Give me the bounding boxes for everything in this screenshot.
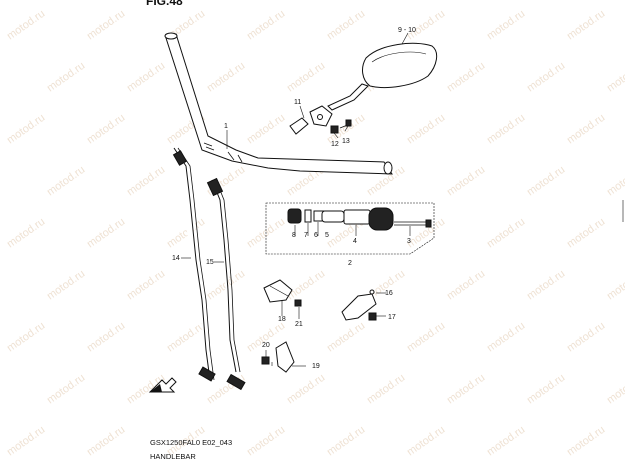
- watermark-text: motod.ru: [445, 268, 487, 303]
- watermark-text: motod.ru: [45, 60, 87, 95]
- screw-17[interactable]: [368, 312, 377, 321]
- screw-20[interactable]: [261, 356, 270, 365]
- callout-17: 17: [388, 314, 396, 321]
- watermark-text: motod.ru: [85, 320, 127, 355]
- callout-14: 14: [172, 255, 180, 262]
- callout-15: 15: [206, 259, 214, 266]
- mirror-screws[interactable]: [330, 119, 352, 134]
- watermark-text: motod.ru: [285, 372, 327, 407]
- watermark-text: motod.ru: [485, 216, 527, 251]
- watermark-text: motod.ru: [45, 164, 87, 199]
- watermark-text: motod.ru: [445, 372, 487, 407]
- balancer-weights[interactable]: [287, 207, 432, 231]
- watermark-text: motod.ru: [565, 320, 607, 355]
- callout-19: 19: [312, 363, 320, 370]
- watermark-text: motod.ru: [565, 8, 607, 43]
- watermark-text: motod.ru: [485, 424, 527, 459]
- watermark-text: motod.ru: [605, 372, 625, 407]
- figure-header: FIG.48: [146, 0, 183, 8]
- watermark-text: motod.ru: [125, 268, 167, 303]
- watermark-text: motod.ru: [85, 8, 127, 43]
- rear-view-mirror[interactable]: [327, 42, 438, 111]
- watermark-text: motod.ru: [325, 8, 367, 43]
- callout-21: 21: [295, 321, 303, 328]
- diagram-code: GSX1250FAL0 E02_043: [150, 438, 232, 447]
- watermark-text: motod.ru: [365, 372, 407, 407]
- callout-4: 4: [353, 238, 357, 245]
- watermark-text: motod.ru: [485, 8, 527, 43]
- watermark-text: motod.ru: [405, 112, 447, 147]
- watermark-text: motod.ru: [5, 424, 47, 459]
- watermark-text: motod.ru: [405, 424, 447, 459]
- callout-16: 16: [385, 290, 393, 297]
- screw-21[interactable]: [294, 299, 302, 307]
- watermark-text: motod.ru: [525, 268, 567, 303]
- callout-6: 6: [314, 232, 318, 239]
- watermark-text: motod.ru: [5, 8, 47, 43]
- callout-leaders: [181, 32, 411, 367]
- watermark-text: motod.ru: [45, 268, 87, 303]
- watermark-text: motod.ru: [405, 320, 447, 355]
- watermark-text: motod.ru: [245, 112, 287, 147]
- callout-11: 11: [294, 99, 301, 106]
- watermark-text: motod.ru: [445, 164, 487, 199]
- watermark-text: motod.ru: [125, 60, 167, 95]
- watermark-text: motod.ru: [285, 268, 327, 303]
- watermark-text: motod.ru: [5, 320, 47, 355]
- watermark-text: motod.ru: [605, 164, 625, 199]
- callout-12: 12: [331, 141, 339, 148]
- watermark-text: motod.ru: [525, 60, 567, 95]
- callout-8: 8: [292, 232, 296, 239]
- callout-20: 20: [262, 342, 270, 349]
- callout-18: 18: [278, 316, 286, 323]
- watermark-text: motod.ru: [245, 424, 287, 459]
- cable-clamp-18[interactable]: [263, 279, 293, 303]
- watermark-text: motod.ru: [5, 216, 47, 251]
- watermark-text: motod.ru: [445, 60, 487, 95]
- callout-13: 13: [342, 138, 350, 145]
- watermark-text: motod.ru: [285, 60, 327, 95]
- watermark-text: motod.ru: [565, 112, 607, 147]
- watermark-text: motod.ru: [565, 216, 607, 251]
- watermark-text: motod.ru: [85, 424, 127, 459]
- watermark-text: motod.ru: [485, 112, 527, 147]
- watermark-text: motod.ru: [245, 8, 287, 43]
- watermark-text: motod.ru: [85, 112, 127, 147]
- handlebar-tube[interactable]: [164, 32, 393, 175]
- watermark-text: motod.ru: [605, 268, 625, 303]
- callout-3: 3: [407, 238, 411, 245]
- watermark-text: motod.ru: [525, 164, 567, 199]
- front-direction-arrow-icon: [148, 377, 177, 393]
- watermark-text: motod.ru: [405, 8, 447, 43]
- watermark-text: motod.ru: [5, 112, 47, 147]
- throttle-cable-14[interactable]: [172, 147, 216, 382]
- watermark-text: motod.ru: [165, 320, 207, 355]
- callout-1: 1: [224, 123, 228, 130]
- watermark-text: motod.ru: [85, 216, 127, 251]
- callout-5: 5: [325, 232, 329, 239]
- balancer-kit-box: [265, 202, 435, 255]
- callout-7: 7: [304, 232, 308, 239]
- watermark-text: motod.ru: [565, 424, 607, 459]
- callout-2: 2: [348, 260, 352, 267]
- cable-guide-19[interactable]: [275, 341, 295, 373]
- watermark-text: motod.ru: [525, 372, 567, 407]
- watermark-text: motod.ru: [205, 60, 247, 95]
- watermark-text: motod.ru: [325, 424, 367, 459]
- watermark-text: motod.ru: [45, 372, 87, 407]
- cable-clamp-16[interactable]: [341, 289, 377, 321]
- mirror-bracket[interactable]: [289, 105, 333, 135]
- throttle-cable-15[interactable]: [206, 177, 246, 391]
- watermark-text: motod.ru: [485, 320, 527, 355]
- diagram-title: HANDLEBAR: [150, 452, 196, 461]
- watermark-text: motod.ru: [125, 164, 167, 199]
- watermark-text: motod.ru: [605, 60, 625, 95]
- callout-9-10: 9 - 10: [398, 27, 416, 34]
- watermark-text: motod.ru: [325, 320, 367, 355]
